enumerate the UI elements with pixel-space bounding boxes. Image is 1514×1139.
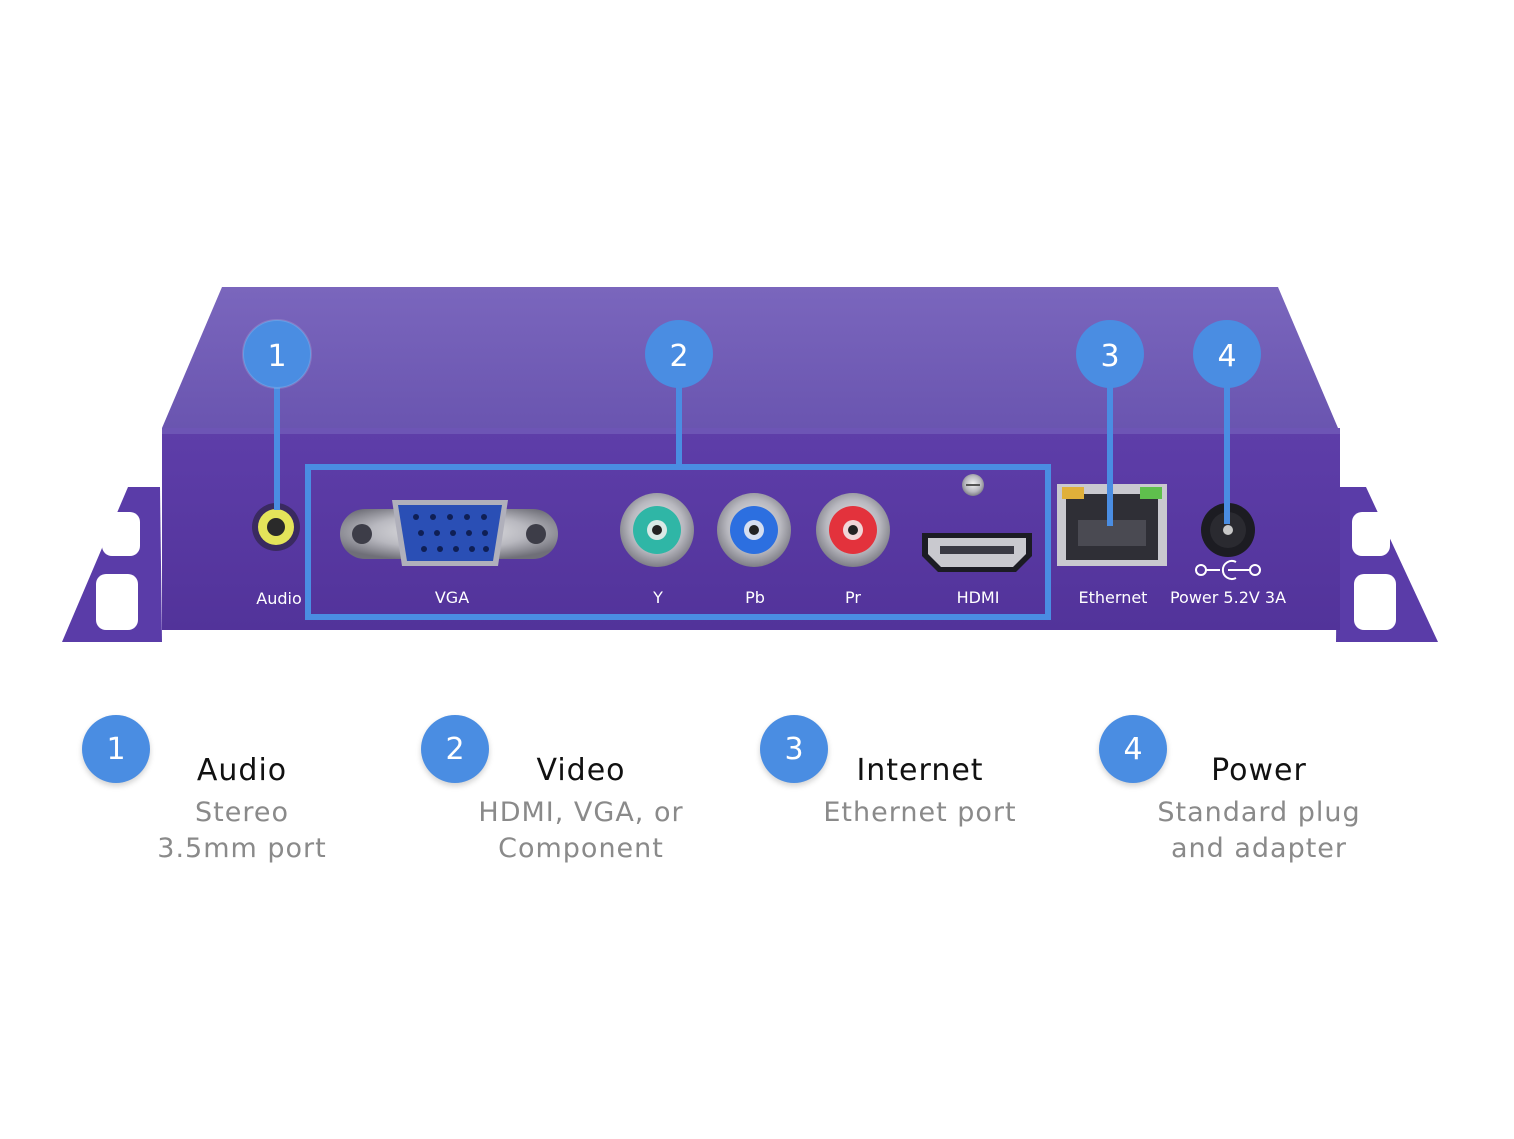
rca-jack-icon xyxy=(717,493,791,567)
screw-icon xyxy=(962,474,984,496)
vga-port-icon xyxy=(340,500,558,566)
rca-jack-icon xyxy=(816,493,890,567)
svg-text:1: 1 xyxy=(267,339,286,374)
svg-text:2: 2 xyxy=(669,339,688,374)
legend-description: Ethernet port xyxy=(823,797,1017,828)
legend-description: HDMI, VGA, or Component xyxy=(478,797,684,864)
port-label-audio: Audio xyxy=(256,589,301,608)
legend-item-internet: 3 Internet Ethernet port xyxy=(760,715,1060,885)
callout-badge-1: 1 xyxy=(242,319,312,389)
svg-text:4: 4 xyxy=(1217,339,1236,374)
callout-badge-2: 2 xyxy=(645,320,713,388)
rca-jack-icon xyxy=(620,493,694,567)
port-label-pr: Pr xyxy=(845,588,861,607)
port-label-hdmi: HDMI xyxy=(957,588,1000,607)
port-label-power: Power 5.2V 3A xyxy=(1170,588,1286,607)
svg-text:3: 3 xyxy=(1100,339,1119,374)
port-label-ethernet: Ethernet xyxy=(1079,588,1148,607)
legend-item-power: 4 Power Standard plug and adapter xyxy=(1099,715,1399,885)
legend-badge: 1 xyxy=(82,715,150,783)
legend-title: Power xyxy=(1211,753,1307,788)
mounting-bracket-left xyxy=(62,487,162,642)
legend-description: Standard plug and adapter xyxy=(1157,797,1361,864)
hdmi-port-icon xyxy=(922,533,1032,572)
port-label-vga: VGA xyxy=(435,588,469,607)
legend-description: Stereo 3.5mm port xyxy=(157,797,327,864)
device-top-panel xyxy=(162,287,1338,428)
legend-title: Internet xyxy=(856,753,984,788)
port-label-y: Y xyxy=(652,588,663,607)
port-label-pb: Pb xyxy=(745,588,765,607)
legend-badge: 3 xyxy=(760,715,828,783)
mounting-bracket-right xyxy=(1336,487,1438,642)
audio-jack-icon xyxy=(252,503,300,551)
legend-item-video: 2 Video HDMI, VGA, or Component xyxy=(421,715,721,885)
dc-power-jack-icon xyxy=(1201,503,1255,557)
dc-polarity-icon xyxy=(1195,560,1261,580)
legend-badge: 2 xyxy=(421,715,489,783)
legend-title: Audio xyxy=(196,753,288,788)
legend-item-audio: 1 Audio Stereo 3.5mm port xyxy=(82,715,382,885)
callout-badge-4: 4 xyxy=(1193,320,1261,388)
legend-title: Video xyxy=(536,753,626,788)
legend-badge: 4 xyxy=(1099,715,1167,783)
callout-badge-3: 3 xyxy=(1076,320,1144,388)
